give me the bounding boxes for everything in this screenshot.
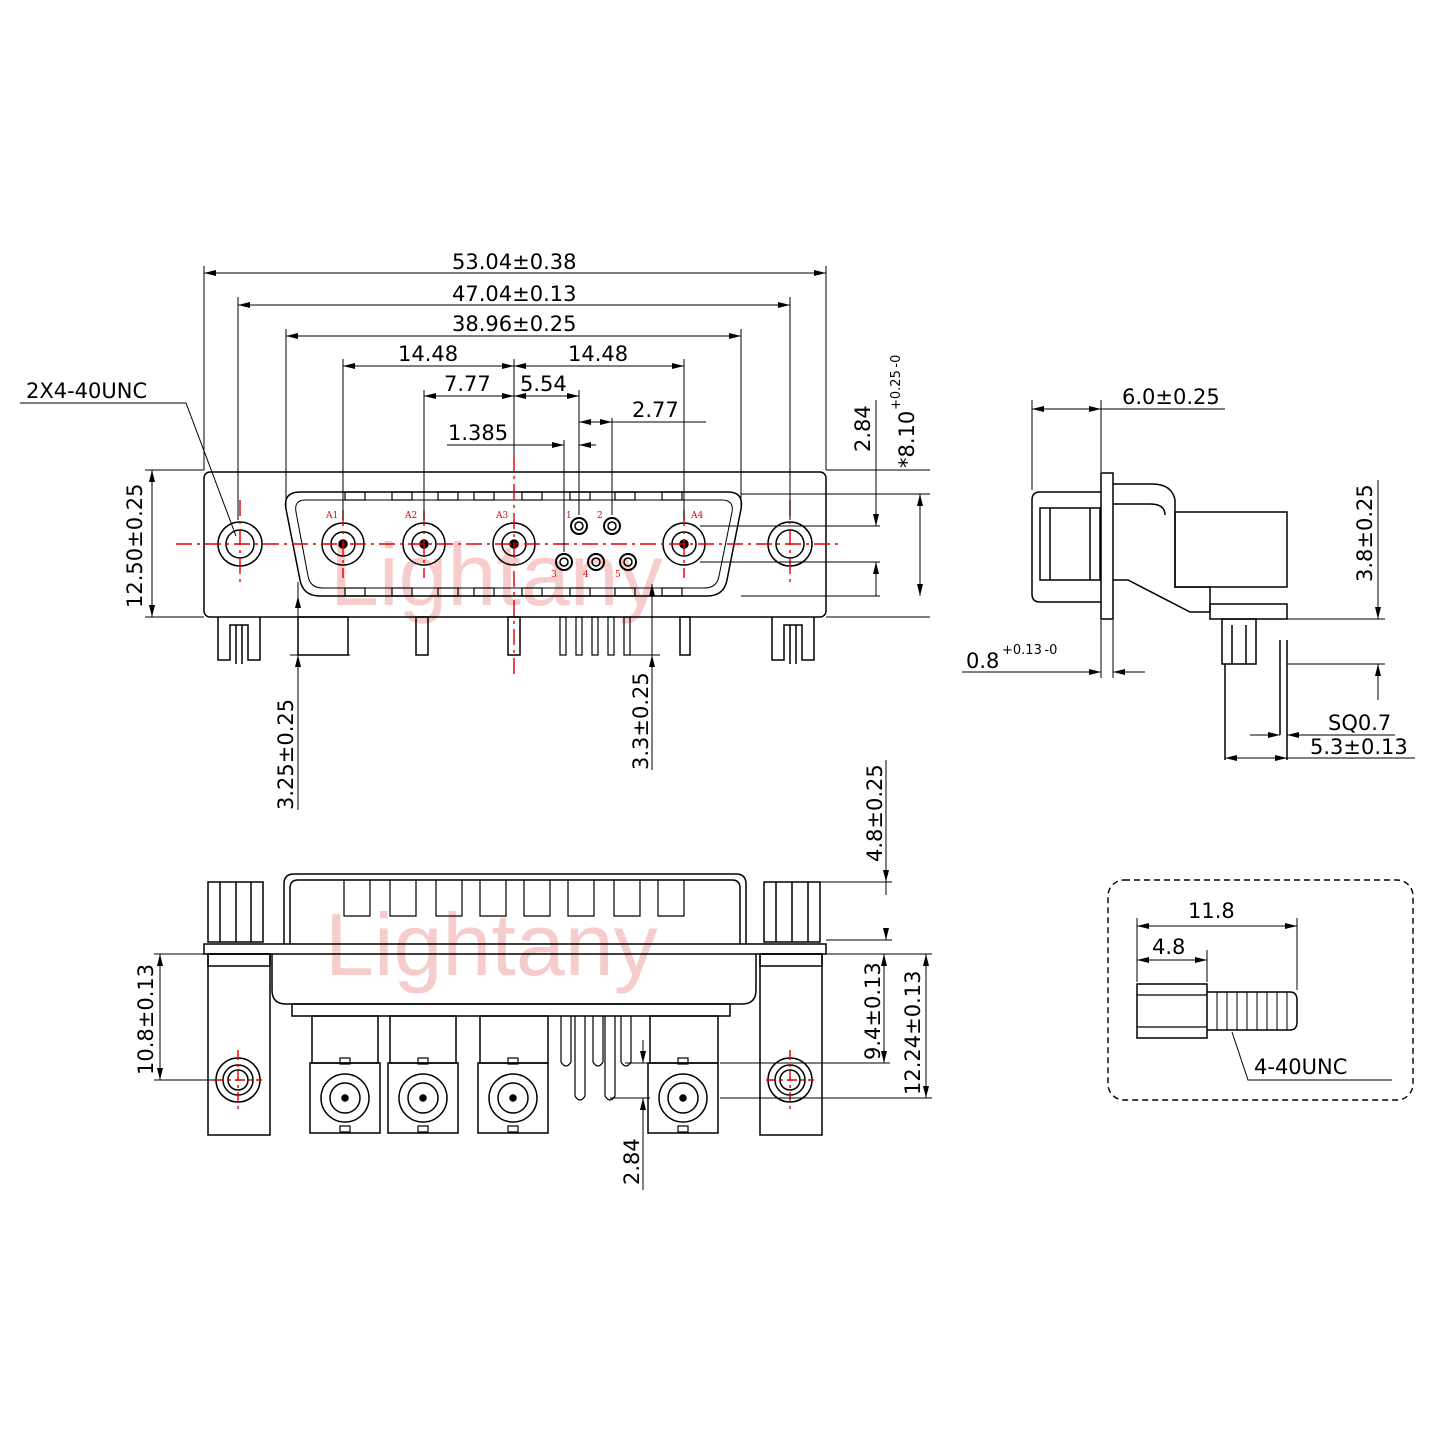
- contact-1: [570, 517, 588, 535]
- bottom-shell-top: [283, 873, 747, 944]
- dim-height-810-tol: +0.25 -0: [889, 355, 904, 410]
- dim-height-284: 2.84: [851, 405, 875, 452]
- dim-height-810: *8.10: [895, 411, 919, 468]
- contact-5: [619, 553, 637, 571]
- dim-shell-width: 38.96±0.25: [452, 312, 576, 336]
- dim-pitch-left: 14.48: [398, 342, 458, 366]
- pin-label-a3: A3: [495, 511, 508, 521]
- bracket-left: [207, 953, 271, 1136]
- screw-hex-head: [1136, 983, 1208, 1039]
- contact-4: [587, 553, 605, 571]
- pin-label-a2: A2: [404, 511, 417, 521]
- dim-side-pin-square: SQ0.7: [1328, 711, 1391, 735]
- side-shell: [1031, 491, 1101, 603]
- bottom-flange: [203, 943, 827, 955]
- front-centerlines: [176, 455, 840, 676]
- dim-bottom-height-1224: 12.24±0.13: [901, 971, 925, 1095]
- screw-thread: [1207, 991, 1298, 1031]
- pin-label-5: 5: [615, 570, 621, 580]
- dim-pitch-right: 14.48: [568, 342, 628, 366]
- pin-label-3: 3: [551, 570, 557, 580]
- dim-offset-554: 5.54: [520, 372, 567, 396]
- side-pcb-bracket: [1209, 603, 1288, 620]
- dim-bottom-pitch-284: 2.84: [620, 1138, 644, 1185]
- board-lock-right: [771, 617, 815, 661]
- dim-bottom-height-94: 9.4±0.13: [861, 962, 885, 1060]
- bracket-right: [759, 953, 823, 1136]
- dim-signal-pitch: 2.77: [632, 398, 679, 422]
- bottom-view: [203, 873, 827, 1136]
- screw-length: 11.8: [1188, 899, 1235, 923]
- dim-bottom-height-108: 10.8±0.13: [134, 964, 158, 1075]
- dim-pitch-777: 7.77: [444, 372, 491, 396]
- side-view: [1031, 472, 1288, 760]
- pin-label-a1: A1: [325, 511, 338, 521]
- pin-label-2: 2: [597, 511, 603, 521]
- screw-hex-length: 4.8: [1152, 935, 1185, 959]
- dim-side-flange-tol: +0.13 -0: [1002, 643, 1057, 658]
- bottom-dimensions: [154, 760, 932, 1190]
- dim-side-height-38: 3.8±0.25: [1353, 484, 1377, 582]
- dim-side-pin-offset: 5.3±0.13: [1310, 735, 1408, 759]
- dim-bottom-height-48: 4.8±0.25: [863, 764, 887, 862]
- pin-label-a4: A4: [690, 511, 703, 521]
- side-dimensions: [962, 400, 1415, 761]
- pin-label-1: 1: [566, 511, 572, 521]
- dim-overall-width: 53.04±0.38: [452, 250, 576, 274]
- screw-detail: [1107, 879, 1414, 1101]
- dim-side-depth: 6.0±0.25: [1122, 385, 1220, 409]
- dim-height-main: 12.50±0.25: [123, 484, 147, 608]
- dim-side-flange: 0.8: [966, 649, 999, 673]
- screw-thread-callout: 4-40UNC: [1254, 1055, 1347, 1079]
- contact-3: [555, 553, 573, 571]
- watermark-top: Lightany: [330, 525, 663, 624]
- screw-detail-frame: [1107, 879, 1414, 1101]
- front-dimensions: [20, 266, 930, 810]
- pin-label-4: 4: [583, 570, 589, 580]
- dim-pin-offset-right: 3.3±0.25: [629, 672, 653, 770]
- dim-mount-pitch: 47.04±0.13: [452, 282, 576, 306]
- thread-callout-front: 2X4-40UNC: [26, 379, 147, 403]
- dim-signal-pitch-small: 1.385: [448, 421, 508, 445]
- contact-2: [603, 517, 621, 535]
- dim-pin-offset-left: 3.25±0.25: [274, 699, 298, 810]
- board-lock-left: [217, 617, 261, 661]
- side-flange: [1100, 472, 1114, 620]
- bottom-centerlines: [214, 1050, 814, 1110]
